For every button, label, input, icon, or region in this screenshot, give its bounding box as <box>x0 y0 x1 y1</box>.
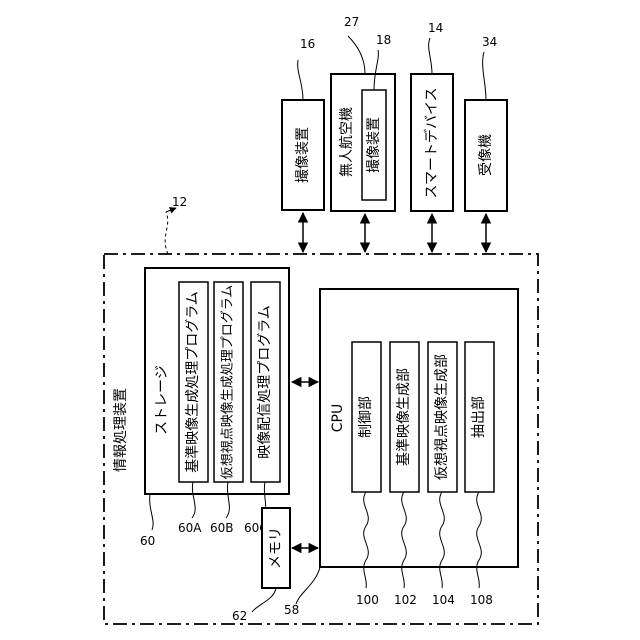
virtual-viewpoint-unit-label: 仮想視点映像生成部 <box>434 354 450 480</box>
drone-ref-leader <box>348 36 365 74</box>
drone-label: 無人航空機 <box>339 107 355 177</box>
storage-label: ストレージ <box>154 365 170 435</box>
smart-device-ref: 14 <box>428 21 443 35</box>
smart-device-ref-leader <box>429 38 432 74</box>
cpu-ref-leader <box>296 567 320 604</box>
memory-ref-leader <box>252 588 276 612</box>
info-device-ref-leader <box>165 212 168 254</box>
memory-label: メモリ <box>268 527 284 569</box>
info-device-ref: 12 <box>172 195 187 209</box>
smart-device-label: スマートデバイス <box>423 87 440 198</box>
storage-ref: 60 <box>140 534 155 548</box>
drone-ref: 27 <box>344 15 359 29</box>
program-60a-label: 基準映像生成処理プログラム <box>184 291 201 473</box>
program-60b-label: 仮想視点映像生成処理プログラム <box>220 285 236 480</box>
drone-camera-ref: 18 <box>376 33 391 47</box>
receiver-label: 受像機 <box>478 134 494 176</box>
receiver-ref-leader <box>483 52 486 100</box>
reference-video-unit-label: 基準映像生成部 <box>395 368 412 466</box>
imaging-device-ref-leader <box>298 60 303 100</box>
memory-ref: 62 <box>232 609 247 623</box>
imaging-device-ref: 16 <box>300 37 315 51</box>
extraction-unit-label: 抽出部 <box>471 396 487 438</box>
receiver-ref: 34 <box>482 35 497 49</box>
extraction-unit-ref: 108 <box>470 593 493 607</box>
info-device-label: 情報処理装置 <box>113 388 129 472</box>
control-unit-label: 制御部 <box>358 396 374 438</box>
imaging-device-label: 撮像装置 <box>294 127 311 183</box>
reference-video-unit-ref: 102 <box>394 593 417 607</box>
cpu-label: CPU <box>330 404 346 432</box>
program-60b-ref: 60B <box>210 521 234 535</box>
cpu-ref: 58 <box>284 603 299 617</box>
virtual-viewpoint-unit-ref: 104 <box>432 593 455 607</box>
control-unit-ref: 100 <box>356 593 379 607</box>
program-60c-label: 映像配信処理プログラム <box>257 305 273 459</box>
storage-ref-leader <box>150 494 153 530</box>
program-60a-ref: 60A <box>178 521 202 535</box>
drone-camera-label: 撮像装置 <box>365 117 382 173</box>
